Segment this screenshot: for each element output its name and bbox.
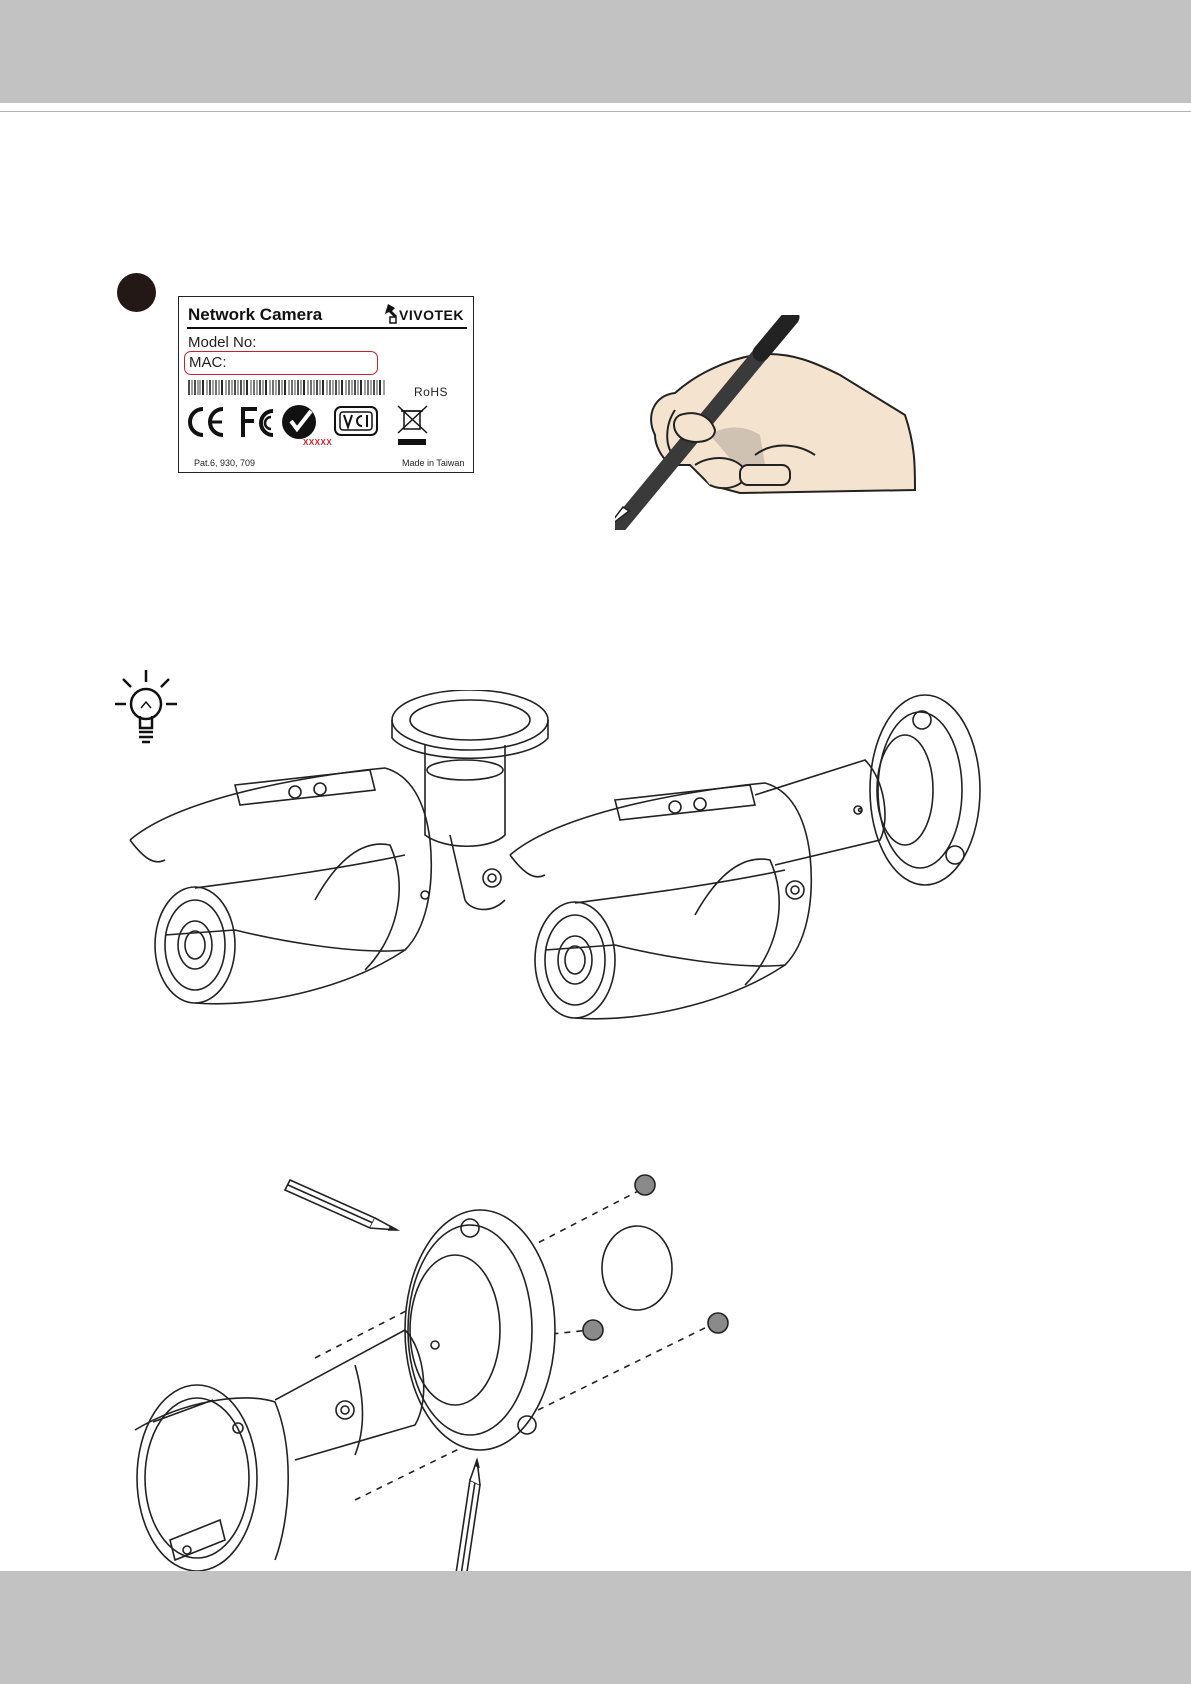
page-footer-band <box>0 1571 1191 1684</box>
bullet-cameras-illustration <box>125 690 1005 1025</box>
label-patent: Pat.6, 930, 709 <box>194 458 255 468</box>
barcode-icon <box>188 380 388 395</box>
cert-code: XXXXX <box>303 438 332 447</box>
mount-installation-illustration <box>125 1160 745 1595</box>
pencil-icon-bottom <box>455 1460 480 1585</box>
label-title: Network Camera <box>188 305 322 325</box>
label-model-line: Model No: <box>188 334 256 351</box>
label-mac-line: MAC: <box>189 354 227 371</box>
product-label: Network Camera VIVOTEK Model No: MAC: <box>178 296 474 473</box>
label-origin: Made in Taiwan <box>402 458 464 468</box>
label-brand: VIVOTEK <box>399 307 464 323</box>
step-marker-icon <box>117 273 156 312</box>
header-divider <box>0 111 1191 112</box>
page-header-band <box>0 0 1191 103</box>
label-rule <box>187 327 467 329</box>
pen-in-hand-icon <box>615 315 945 530</box>
pencil-icon-top <box>285 1180 397 1230</box>
rohs-mark: RoHS <box>414 385 448 399</box>
